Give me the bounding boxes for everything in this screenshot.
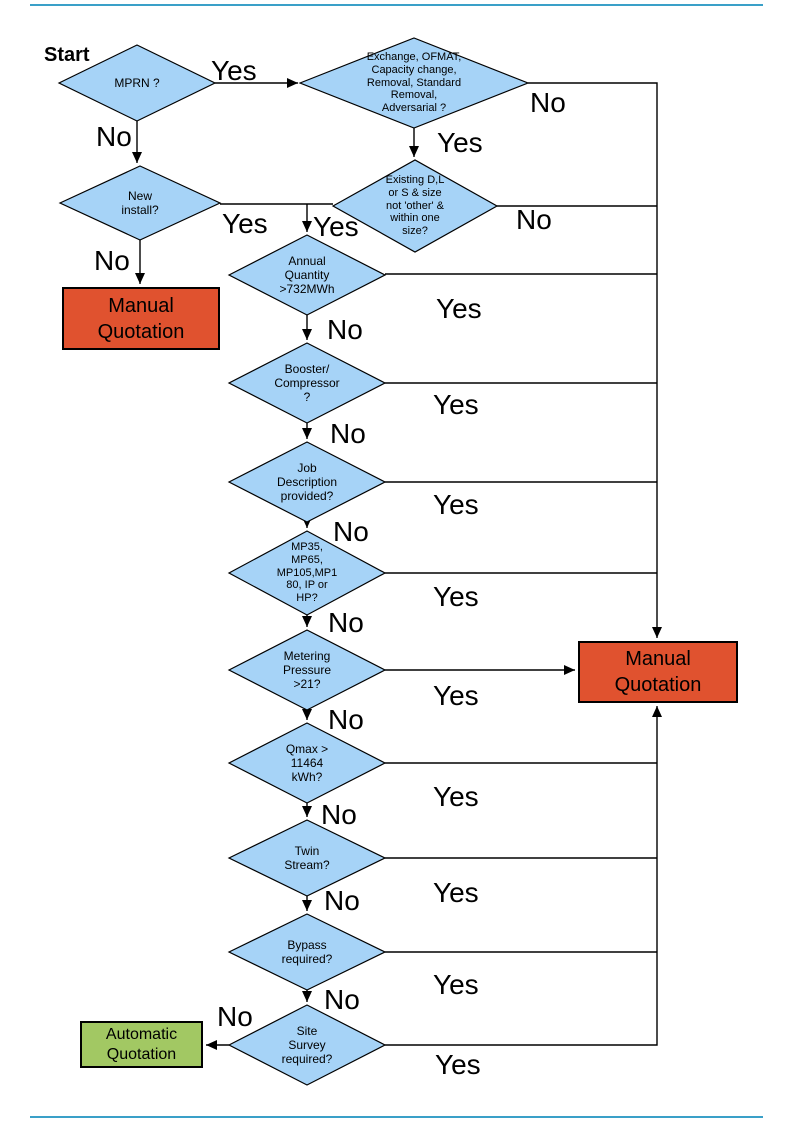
label-exchange-yes: Yes bbox=[437, 127, 483, 158]
terminal-manual-quotation-left: Manual Quotation bbox=[62, 287, 220, 350]
label-annual-no: No bbox=[327, 314, 363, 345]
decision-exchange-label: Exchange, OFMAT, Capacity change, Remova… bbox=[366, 51, 462, 114]
label-existing-no: No bbox=[516, 204, 552, 235]
decision-site-label: Site Survey required? bbox=[281, 1023, 333, 1067]
label-job-no: No bbox=[333, 516, 369, 547]
decision-new-install-label: New install? bbox=[121, 188, 159, 217]
label-metering-yes: Yes bbox=[433, 680, 479, 711]
terminal-automatic-quotation: Automatic Quotation bbox=[80, 1021, 203, 1068]
decision-booster-label: Booster/ Compressor ? bbox=[274, 361, 340, 405]
label-job-yes: Yes bbox=[433, 489, 479, 520]
decision-mp-label: MP35, MP65, MP105,MP1 80, IP or HP? bbox=[276, 541, 338, 604]
label-booster-yes: Yes bbox=[433, 389, 479, 420]
label-twin-no: No bbox=[324, 885, 360, 916]
label-site-yes: Yes bbox=[435, 1049, 481, 1080]
start-label: Start bbox=[44, 44, 90, 66]
decision-bypass-label: Bypass required? bbox=[281, 937, 333, 966]
decision-metering-label: Metering Pressure >21? bbox=[282, 648, 332, 692]
label-annual-yes: Yes bbox=[436, 293, 482, 324]
label-bypass-yes: Yes bbox=[433, 969, 479, 1000]
label-existing-yes: Yes bbox=[313, 211, 359, 242]
edge-exchange-no-rail bbox=[528, 82, 662, 638]
label-booster-no: No bbox=[330, 418, 366, 449]
decision-qmax-label: Qmax > 11464 kWh? bbox=[285, 741, 329, 785]
label-bypass-no: No bbox=[324, 984, 360, 1015]
decision-twin-label: Twin Stream? bbox=[284, 843, 330, 872]
label-twin-yes: Yes bbox=[433, 877, 479, 908]
decision-annual-label: Annual Quantity >732MWh bbox=[279, 253, 335, 297]
decision-mprn-label: MPRN ? bbox=[114, 75, 160, 90]
label-site-no: No bbox=[217, 1001, 253, 1032]
decision-job-label: Job Description provided? bbox=[276, 460, 338, 504]
label-qmax-yes: Yes bbox=[433, 781, 479, 812]
page-bottom-rule bbox=[30, 1116, 763, 1118]
label-new-install-no: No bbox=[94, 245, 130, 276]
label-metering-no: No bbox=[328, 704, 364, 735]
terminal-manual-quotation-right: Manual Quotation bbox=[578, 641, 738, 703]
label-new-install-yes: Yes bbox=[222, 208, 268, 239]
label-mp-yes: Yes bbox=[433, 581, 479, 612]
label-mprn-yes: Yes bbox=[211, 55, 257, 86]
label-exchange-no: No bbox=[530, 87, 566, 118]
label-qmax-no: No bbox=[321, 799, 357, 830]
label-mp-no: No bbox=[328, 607, 364, 638]
decision-existing-label: Existing D,L or S & size not 'other' & w… bbox=[385, 174, 445, 237]
page-top-rule bbox=[30, 4, 763, 6]
edge-site-yes-rail bbox=[385, 706, 662, 1046]
label-mprn-no: No bbox=[96, 121, 132, 152]
